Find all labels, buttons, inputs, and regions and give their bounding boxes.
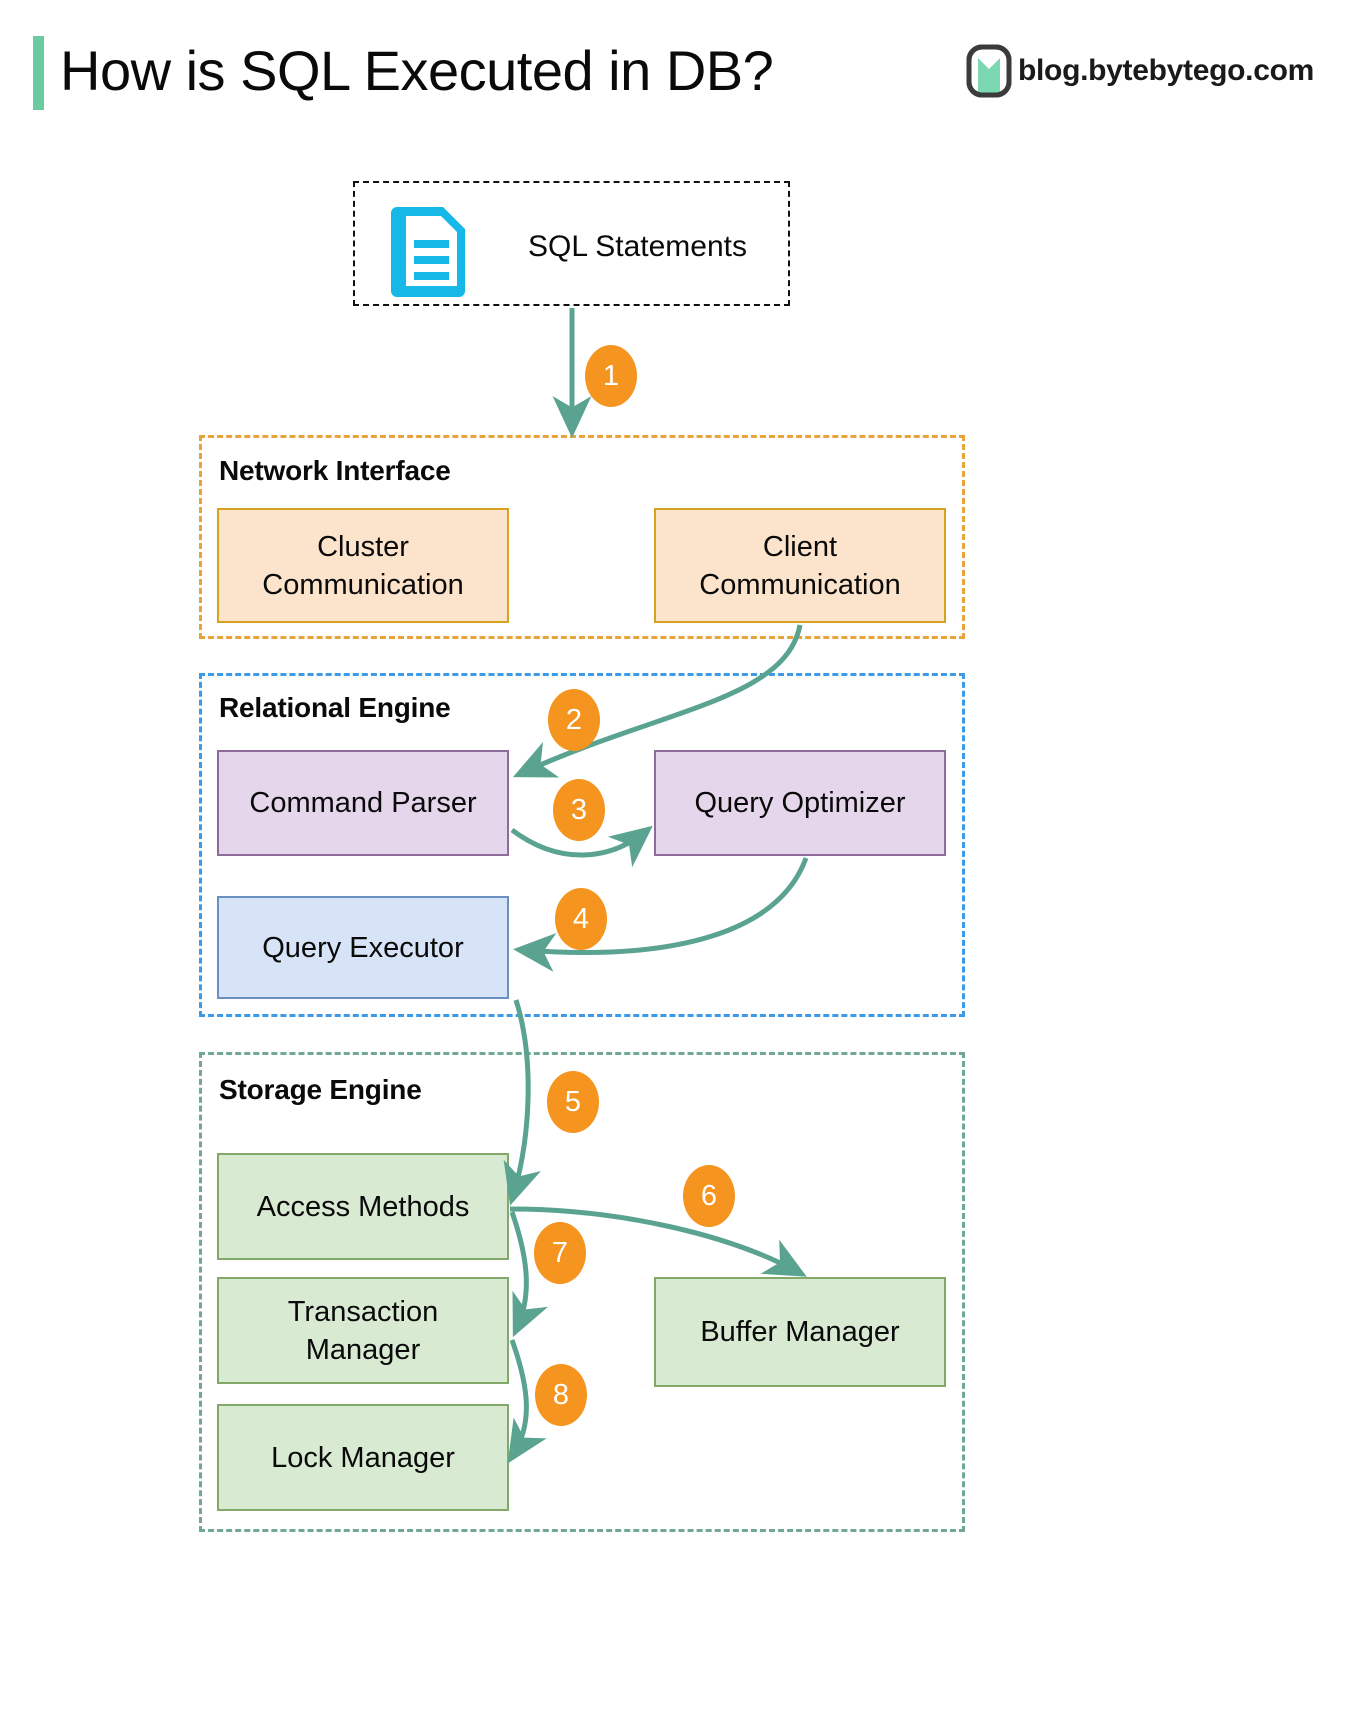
node-access-methods-label: Access Methods — [256, 1190, 470, 1223]
node-transaction-manager-line2: Manager — [305, 1333, 421, 1366]
node-command-parser-label: Command Parser — [249, 787, 477, 819]
node-command-parser[interactable]: Command Parser — [217, 750, 509, 856]
group-title-relational-engine: Relational Engine — [219, 692, 451, 723]
node-query-executor-label: Query Executor — [262, 931, 464, 964]
brand-text: blog.bytebytego.com — [1018, 54, 1314, 87]
step-badge-2: 2 — [548, 689, 600, 751]
node-cluster-communication-line2: Communication — [262, 568, 464, 601]
title-accent-bar — [33, 36, 44, 110]
brand: blog.bytebytego.com — [966, 44, 1314, 98]
node-buffer-manager-label: Buffer Manager — [700, 1316, 900, 1348]
step-badge-1: 1 — [585, 345, 637, 407]
step-badge-5: 5 — [547, 1071, 599, 1133]
page-title: How is SQL Executed in DB? — [60, 39, 774, 102]
step-badge-6: 6 — [683, 1165, 735, 1227]
bytebytego-logo-icon — [966, 44, 1012, 98]
node-buffer-manager[interactable]: Buffer Manager — [654, 1277, 946, 1387]
node-query-optimizer[interactable]: Query Optimizer — [654, 750, 946, 856]
node-lock-manager-label: Lock Manager — [271, 1441, 455, 1474]
node-client-communication-line1: Client — [762, 530, 838, 563]
step-badge-7: 7 — [534, 1222, 586, 1284]
document-icon — [391, 207, 465, 297]
node-lock-manager[interactable]: Lock Manager — [217, 1404, 509, 1511]
node-transaction-manager[interactable]: Transaction Manager — [217, 1277, 509, 1384]
group-title-storage-engine: Storage Engine — [219, 1074, 422, 1105]
node-client-communication-line2: Communication — [699, 568, 901, 601]
node-client-communication[interactable]: Client Communication — [654, 508, 946, 623]
group-storage-engine — [199, 1052, 965, 1532]
node-cluster-communication-line1: Cluster — [317, 530, 409, 563]
node-transaction-manager-line1: Transaction — [287, 1295, 439, 1328]
node-access-methods[interactable]: Access Methods — [217, 1153, 509, 1260]
step-badge-3: 3 — [553, 779, 605, 841]
group-title-network-interface: Network Interface — [219, 455, 451, 486]
node-query-executor[interactable]: Query Executor — [217, 896, 509, 999]
step-badge-4: 4 — [555, 888, 607, 950]
node-cluster-communication[interactable]: Cluster Communication — [217, 508, 509, 623]
sql-statements-label: SQL Statements — [528, 230, 747, 263]
step-badge-8: 8 — [535, 1364, 587, 1426]
node-query-optimizer-label: Query Optimizer — [694, 787, 906, 819]
